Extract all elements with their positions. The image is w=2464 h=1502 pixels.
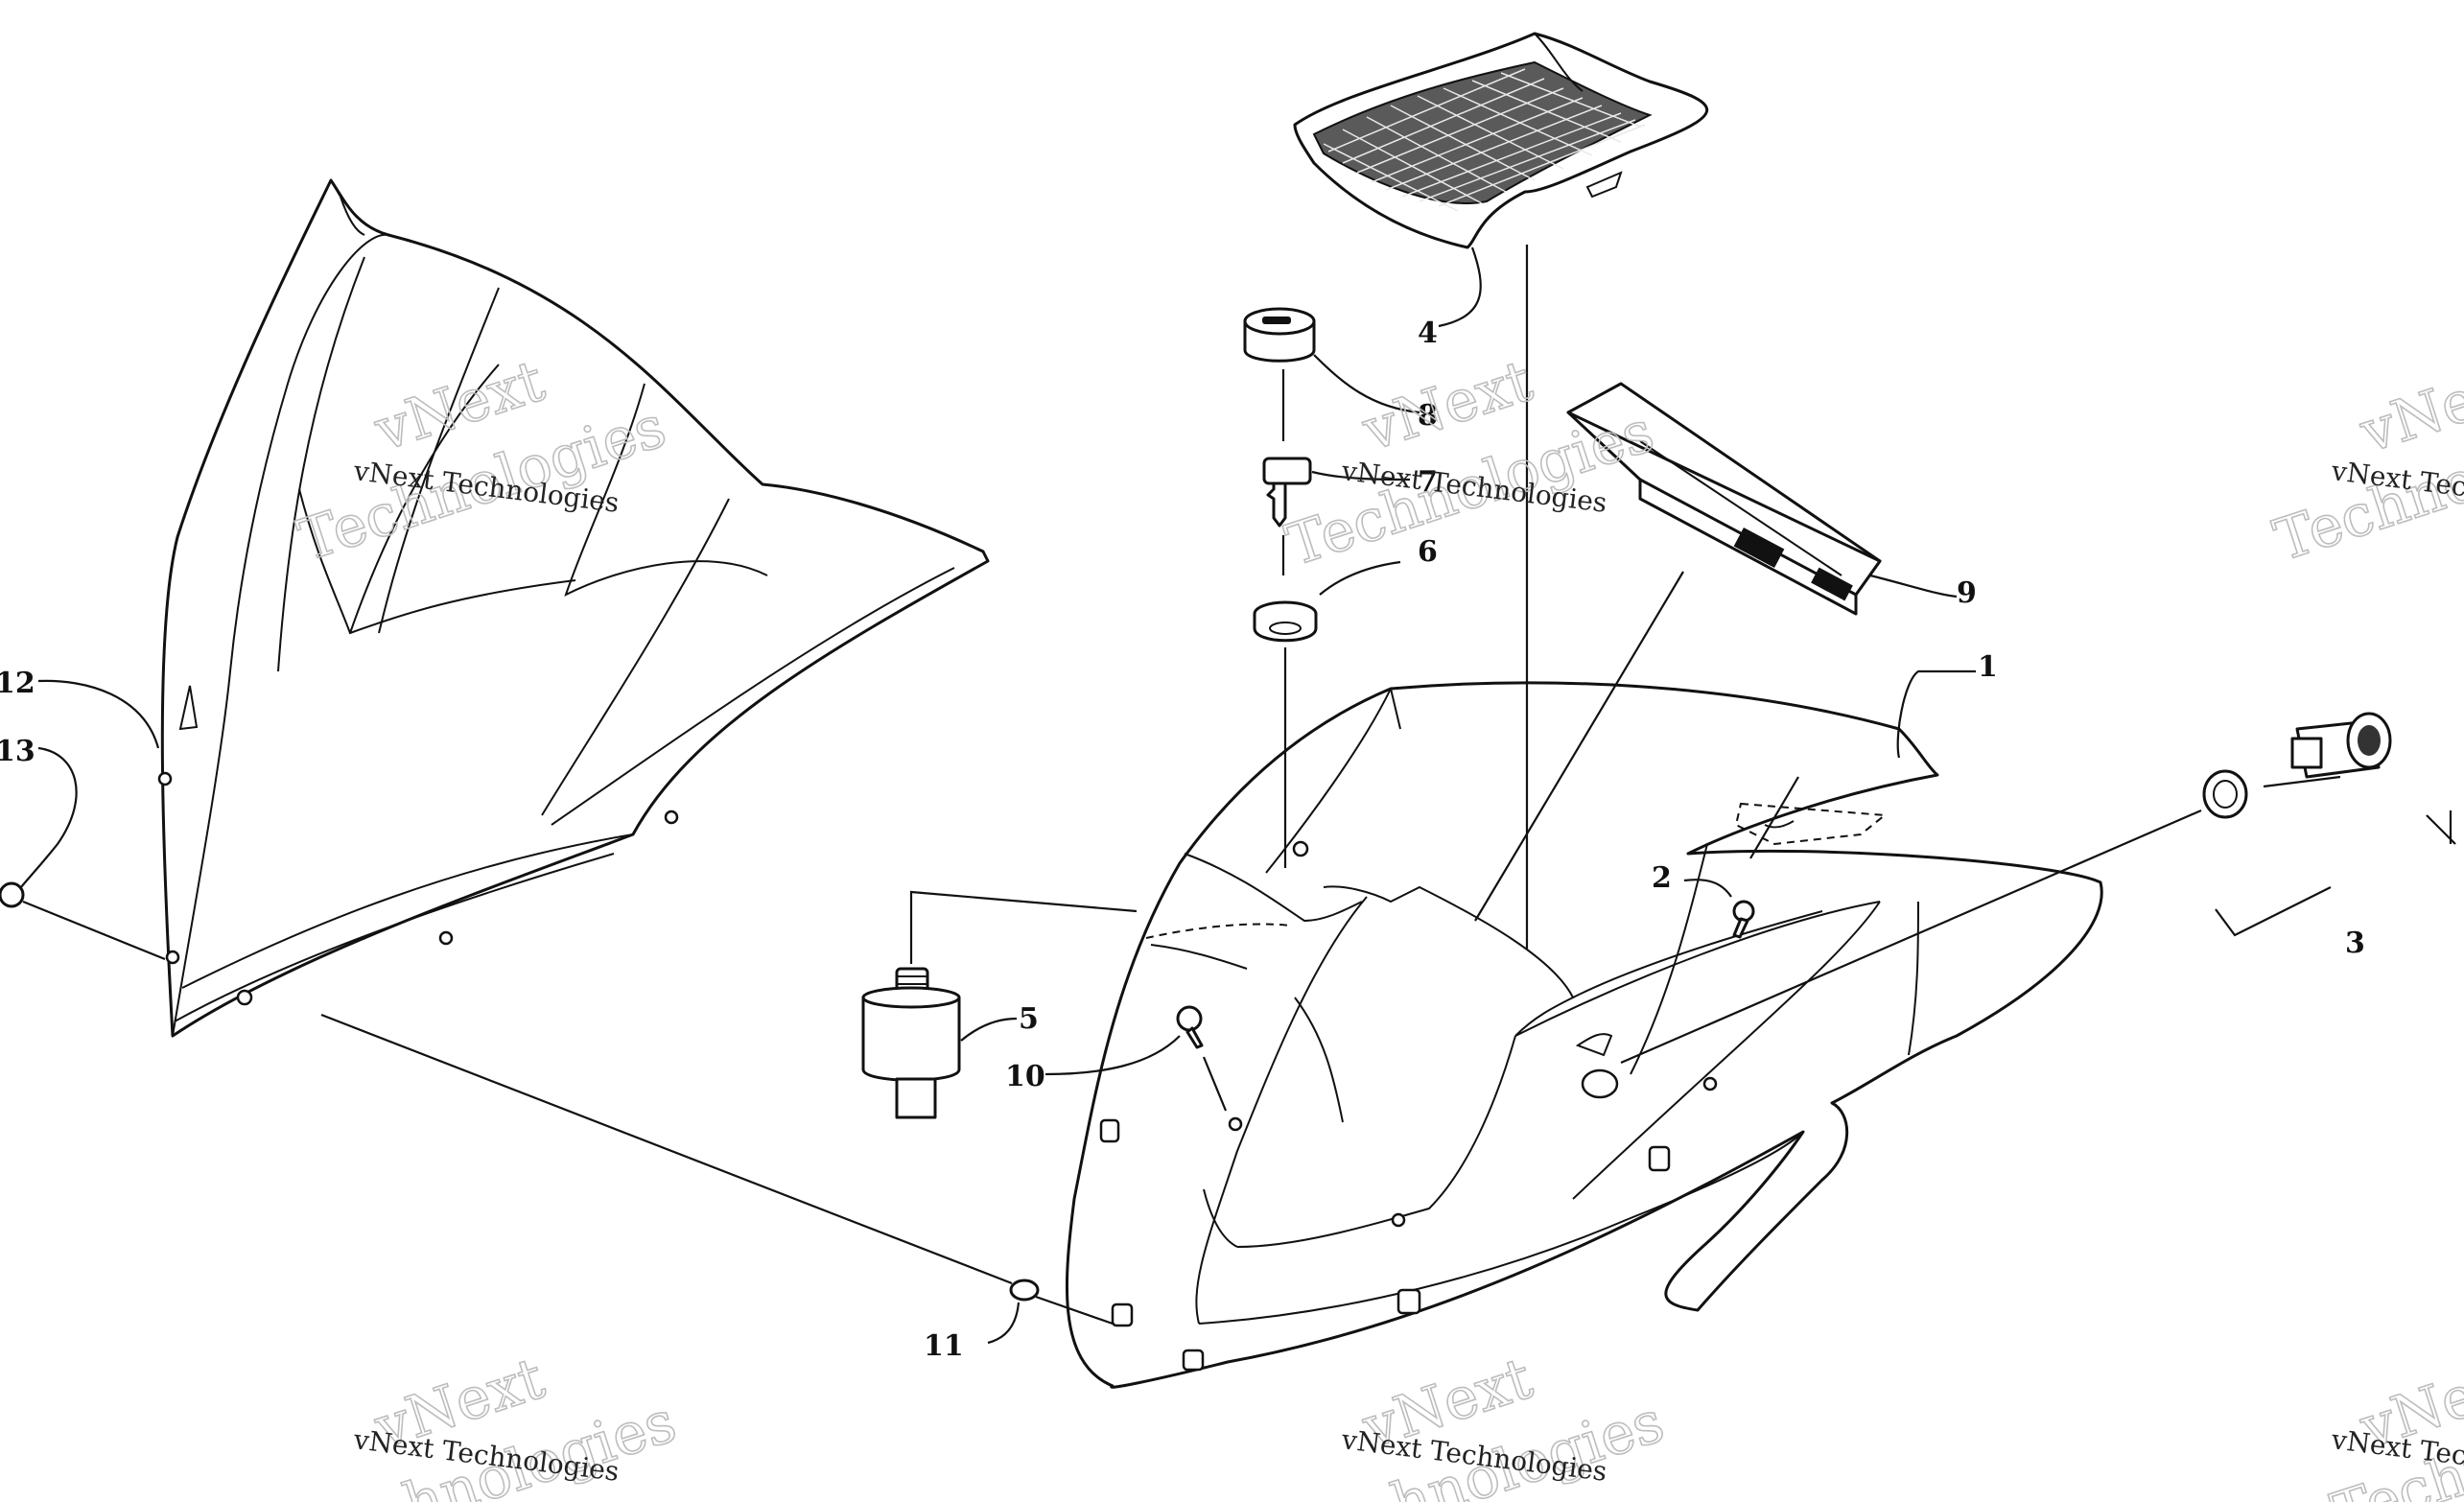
callout-9: 9	[1957, 576, 1977, 610]
callout-2: 2	[1652, 861, 1672, 895]
callout-labels: 1 2 3 4 5 6 7 8 9 10 11 12 13	[0, 317, 2365, 1363]
fasteners	[0, 881, 1755, 1302]
callout-8: 8	[1418, 399, 1438, 433]
grille-net	[1293, 32, 1709, 249]
hood-assembly	[1065, 681, 2103, 1389]
callout-6: 6	[1418, 535, 1438, 569]
callout-5: 5	[1019, 1002, 1039, 1036]
ignition-parts	[1243, 307, 1318, 643]
gauge-display	[1566, 382, 1882, 616]
callout-3: 3	[2345, 927, 2365, 960]
switch	[861, 967, 961, 1119]
callout-11: 11	[924, 1329, 964, 1363]
callout-12: 12	[0, 667, 35, 700]
callout-1: 1	[1978, 650, 1998, 684]
callout-13: 13	[0, 735, 35, 768]
callout-10: 10	[1005, 1060, 1045, 1093]
power-socket	[2202, 712, 2392, 819]
callout-7: 7	[1418, 465, 1438, 499]
leader-lines	[20, 245, 2456, 1345]
callout-4: 4	[1418, 317, 1438, 350]
windshield	[157, 178, 990, 1038]
